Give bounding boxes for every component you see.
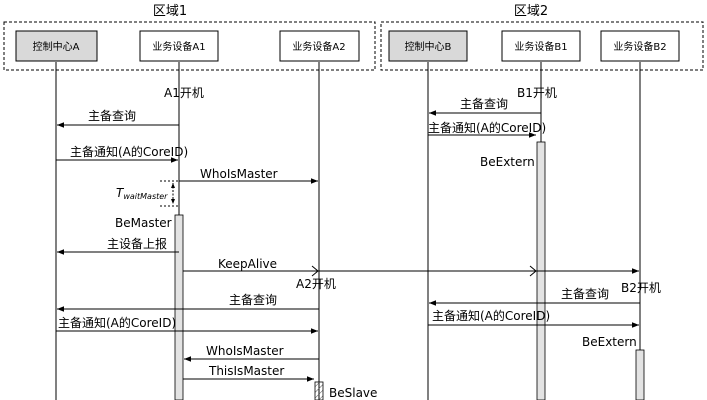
keepalive-tick-b1-lower <box>529 270 537 277</box>
zone-2-label: 区域2 <box>514 4 548 19</box>
keepalive-tick-a2 <box>311 265 319 272</box>
timer-label: TwaitMaster <box>116 186 168 201</box>
message-label-a1-to-ca-query: 主备查询 <box>88 109 136 123</box>
event-b2-be-extern: BeExtern <box>582 335 637 349</box>
participant-device-a1-box <box>139 30 219 62</box>
participant-device-b2-label: 业务设备B2 <box>613 40 666 53</box>
timer-label-main: T <box>116 186 125 200</box>
event-b1-power-on: B1开机 <box>517 86 557 100</box>
event-a1-be-master: BeMaster <box>115 216 172 230</box>
message-label-a1-to-ca-report: 主设备上报 <box>107 236 167 251</box>
event-a2-be-slave: BeSlave <box>329 386 377 400</box>
participant-control-center-b-box <box>388 30 468 62</box>
participant-device-b1-label: 业务设备B1 <box>514 40 567 53</box>
participant-control-center-a-label: 控制中心A <box>33 40 80 53</box>
message-label-b1-to-cb-query: 主备查询 <box>460 97 508 111</box>
message-label-keepalive: KeepAlive <box>218 257 277 271</box>
event-b2-power-on: B2开机 <box>621 281 661 295</box>
event-a2-power-on: A2开机 <box>296 277 336 291</box>
message-label-a1-to-a2-whoismaster: WhoIsMaster <box>200 167 278 181</box>
message-label-b2-to-cb-query: 主备查询 <box>561 287 609 301</box>
activation-bar-b2 <box>635 349 645 400</box>
participant-device-a2-box <box>279 30 360 62</box>
message-label-ca-to-a1-notify: 主备通知(A的CoreID) <box>70 144 188 159</box>
message-label-a2-to-ca-query: 主备查询 <box>229 293 277 307</box>
activation-bar-a2 <box>314 381 324 400</box>
timer-label-sub: waitMaster <box>123 192 168 201</box>
activation-bar-a1 <box>174 214 184 400</box>
event-a1-power-on: A1开机 <box>164 86 204 100</box>
zone-1-label: 区域1 <box>153 4 187 19</box>
participant-device-a1-label: 业务设备A1 <box>152 40 205 53</box>
lifelines <box>55 62 641 400</box>
participant-device-b2-box <box>600 30 680 62</box>
participant-device-a2-label: 业务设备A2 <box>292 40 345 53</box>
zone-2-frame <box>380 21 704 71</box>
message-label-a2-to-a1-whoismaster: WhoIsMaster <box>206 344 284 358</box>
participant-control-center-a-box <box>15 30 98 62</box>
message-label-a1-to-a2-thisismaster: ThisIsMaster <box>208 364 284 378</box>
message-label-cb-to-b2-notify: 主备通知(A的CoreID) <box>432 308 550 323</box>
event-b1-be-extern: BeExtern <box>480 155 535 169</box>
zone-1-frame <box>3 21 376 71</box>
keepalive-tick-a2-lower <box>311 270 319 277</box>
message-label-cb-to-b1-notify: 主备通知(A的CoreID) <box>428 120 546 135</box>
keepalive-tick-b1 <box>529 265 537 272</box>
participant-device-b1-box <box>501 30 581 62</box>
participant-control-center-b-label: 控制中心B <box>405 40 452 53</box>
message-label-ca-to-a2-notify: 主备通知(A的CoreID) <box>58 315 176 330</box>
